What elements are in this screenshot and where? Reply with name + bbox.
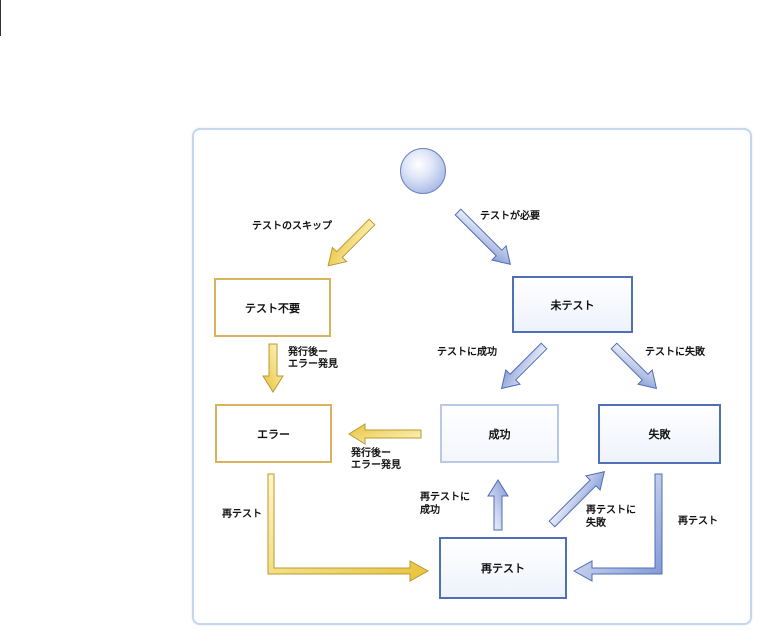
- initial-state-circle: [400, 148, 446, 194]
- label-retest-fail-2: 失敗: [586, 518, 606, 529]
- label-retest-right: 再テスト: [678, 516, 718, 527]
- window-edge: [0, 0, 1, 36]
- arrow-error-to-retest: [267, 473, 430, 582]
- label-retest-success-2: 成功: [420, 505, 440, 516]
- node-error: エラー: [215, 404, 332, 463]
- arrow-retest-to-failure: [548, 471, 605, 528]
- arrow-test-required: [454, 208, 511, 265]
- arrow-notest-to-error: [262, 343, 284, 393]
- label-retest-success-1: 再テストに: [420, 492, 470, 503]
- label-error-after-release-b2: エラー発見: [351, 460, 401, 471]
- label-test-fail: テストに失敗: [645, 347, 705, 358]
- arrow-failure-to-retest: [572, 473, 663, 582]
- label-test-success: テストに成功: [437, 347, 497, 358]
- arrow-success-to-error: [348, 423, 422, 445]
- label-error-after-release-2: エラー発見: [288, 359, 338, 370]
- label-retest-left: 再テスト: [222, 509, 262, 520]
- node-retest: 再テスト: [439, 537, 567, 599]
- node-no-test: テスト不要: [214, 278, 331, 337]
- node-success: 成功: [440, 404, 559, 463]
- label-retest-fail-1: 再テストに: [586, 505, 636, 516]
- node-untested: 未テスト: [512, 276, 633, 333]
- node-failure: 失敗: [598, 404, 721, 464]
- label-skip-test: テストのスキップ: [252, 221, 332, 232]
- label-error-after-release-b1: 発行後ー: [351, 448, 391, 459]
- arrow-untested-to-success: [500, 342, 548, 390]
- label-error-after-release-1: 発行後ー: [288, 347, 328, 358]
- arrow-skip-test: [327, 218, 376, 267]
- arrow-retest-to-success: [487, 479, 509, 531]
- label-test-required: テストが必要: [480, 211, 540, 222]
- arrow-untested-to-failure: [610, 342, 658, 390]
